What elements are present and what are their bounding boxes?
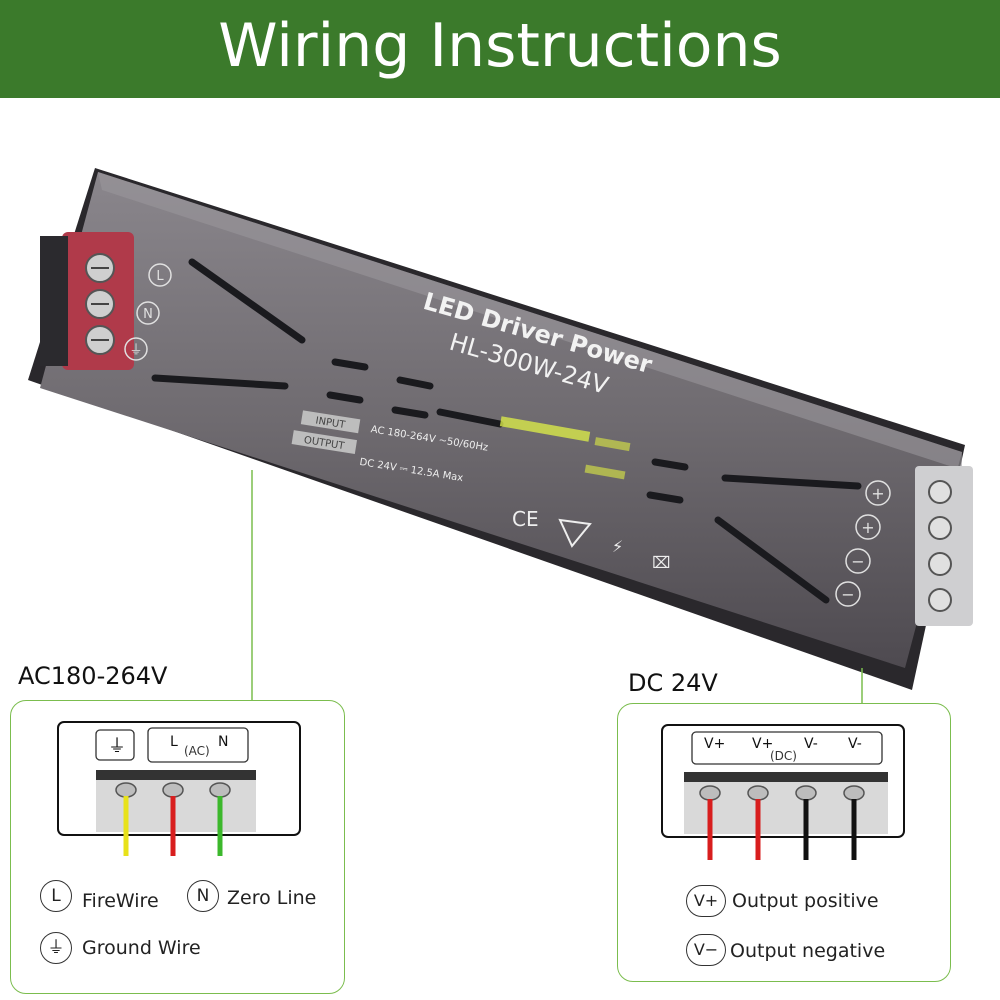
- legend-vminus-text: Output negative: [730, 940, 886, 962]
- input-symbol-n: N: [143, 307, 153, 322]
- header-banner: Wiring Instructions: [0, 0, 1000, 98]
- output-symbols: + + − −: [835, 480, 891, 607]
- input-symbol-ground: ⏚: [129, 343, 142, 358]
- dc-screw: [843, 785, 865, 801]
- led-indicator: [499, 416, 591, 442]
- legend-vplus-text: Output positive: [732, 890, 879, 912]
- led-indicator-3: [584, 464, 626, 480]
- f-mark-icon: [558, 518, 592, 548]
- ac-ground-symbol: ⏚: [108, 736, 126, 757]
- dc-vp1-label: V+: [704, 736, 726, 752]
- led-indicator-2: [594, 437, 631, 452]
- output-symbol-4: −: [841, 585, 854, 604]
- input-symbol-l: L: [156, 269, 164, 284]
- dc-vm1-label: V-: [804, 736, 818, 752]
- input-symbols: L N ⏚: [124, 263, 172, 361]
- input-terminal-block: [40, 232, 134, 370]
- ce-mark-icon: CE: [512, 507, 539, 531]
- vent-slots: [151, 258, 862, 604]
- output-symbol-3: −: [851, 552, 864, 571]
- legend-ground-icon: ⏚: [40, 932, 72, 964]
- dc-vm2-label: V-: [848, 736, 862, 752]
- ac-type-label: (AC): [184, 744, 210, 758]
- dc-screw: [747, 785, 769, 801]
- ac-n-label: N: [218, 734, 229, 750]
- legend-n-icon: N: [187, 880, 219, 912]
- dc-screw: [795, 785, 817, 801]
- output-symbol-1: +: [871, 484, 884, 503]
- dc-screw: [699, 785, 721, 801]
- dc-vp2-label: V+: [752, 736, 774, 752]
- output-symbol-2: +: [861, 518, 874, 537]
- ac-section-title: AC180-264V: [18, 662, 168, 690]
- dc-type-label: (DC): [770, 749, 797, 763]
- legend-vminus-icon: V−: [686, 934, 726, 966]
- bin-icon: ⌧: [652, 553, 670, 572]
- ac-l-label: L: [170, 734, 178, 750]
- legend-ground-text: Ground Wire: [82, 937, 201, 959]
- legend-l-text: FireWire: [82, 890, 159, 912]
- device-top-edge: [98, 172, 962, 470]
- page-title: Wiring Instructions: [218, 11, 782, 81]
- output-terminal-block: [915, 466, 973, 626]
- input-tag: INPUT: [315, 416, 347, 432]
- dc-section-title: DC 24V: [628, 669, 718, 697]
- legend-l-icon: L: [40, 880, 72, 912]
- lightning-icon: ⚡: [612, 537, 623, 556]
- legend-vplus-icon: V+: [686, 885, 726, 917]
- legend-n-text: Zero Line: [227, 887, 317, 909]
